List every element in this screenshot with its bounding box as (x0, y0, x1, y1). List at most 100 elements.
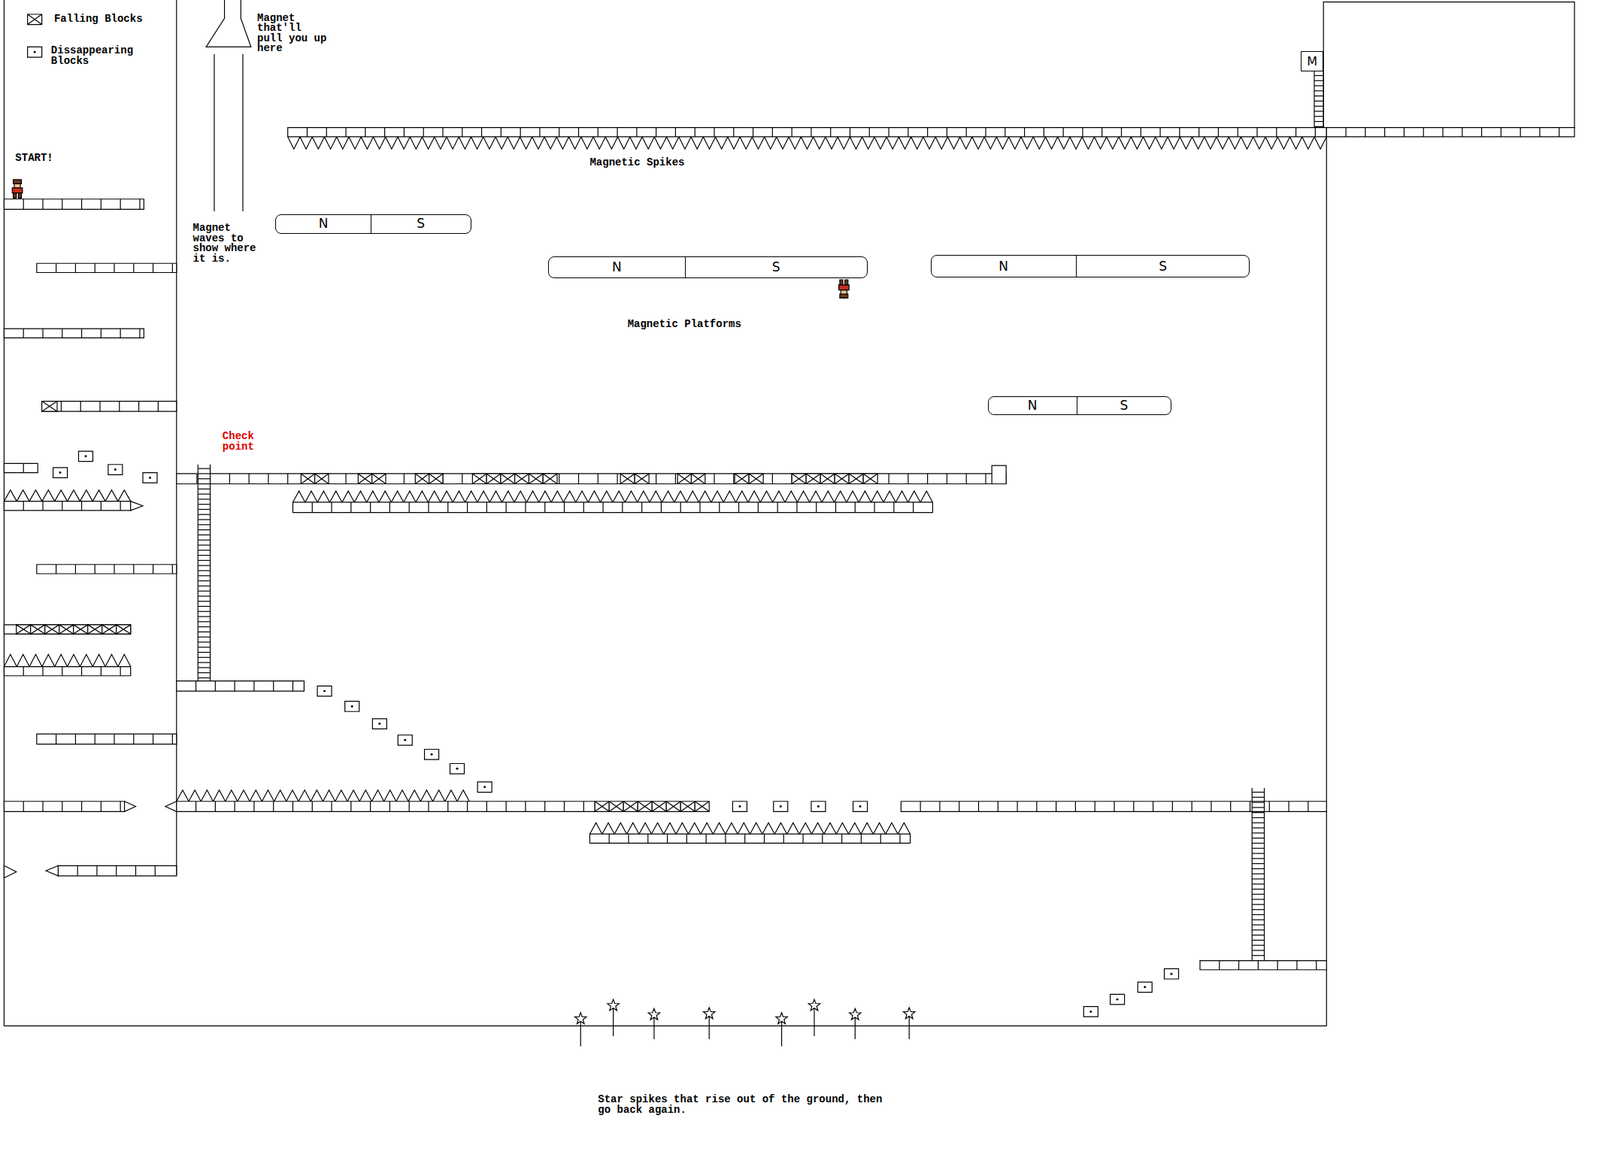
disappearing-block-dot (378, 722, 381, 725)
ladder-rung (1251, 949, 1264, 951)
falling-block-cross (30, 624, 46, 634)
falling-block-cross (59, 624, 74, 634)
falling-block-cross (594, 801, 610, 813)
block-platform (3, 666, 131, 676)
block-seam (1296, 960, 1297, 970)
block-seam (1558, 127, 1560, 137)
block-seam (481, 127, 482, 137)
block-seam (461, 127, 463, 137)
falling-block-cross (634, 473, 649, 485)
ladder-rung (1251, 893, 1264, 895)
block-seam (1218, 127, 1219, 137)
block-seam (978, 801, 979, 813)
falling-block-cross (45, 624, 60, 634)
falling-block-cross (542, 473, 558, 485)
magnet-symbol (206, 0, 252, 47)
star-spike-stem (781, 1021, 782, 1046)
block-seam (675, 127, 676, 137)
ladder-rung (197, 488, 210, 490)
ladder-rung (1251, 868, 1264, 870)
ladder-rung (197, 636, 210, 638)
block-seam (427, 801, 429, 813)
ladder-rung (197, 677, 210, 679)
ladder-rung (197, 518, 210, 520)
block-seam (23, 666, 25, 676)
block-seam (23, 199, 25, 210)
block-seam (647, 833, 649, 843)
falling-block (315, 473, 329, 485)
ladder-rung (197, 483, 210, 485)
ladder-rung (197, 472, 210, 474)
block-seam (854, 502, 856, 513)
pole-letter: S (772, 260, 781, 274)
block-seam (1520, 127, 1522, 137)
goal-room (1323, 2, 1575, 128)
block-seam (583, 801, 585, 813)
section-label: Magnetic Platforms (627, 319, 742, 331)
ladder-rung (1314, 100, 1324, 102)
falling-block-cross (834, 473, 849, 485)
ladder-rail (1313, 71, 1315, 128)
block-platform (57, 865, 176, 876)
ladder-rung (1251, 945, 1264, 946)
ladder-rung (1314, 75, 1324, 76)
sprite-hair (13, 179, 22, 184)
block-seam (152, 733, 154, 745)
spike-row (287, 136, 1328, 149)
sprite-hair (839, 293, 849, 298)
block-seam (118, 401, 120, 413)
falling-block-cross (515, 473, 530, 485)
ladder-rung (197, 662, 210, 664)
ladder-rung (1251, 822, 1264, 824)
falling-block-cross (748, 473, 764, 485)
sprite-leg (13, 193, 17, 199)
block-seam (927, 127, 928, 137)
disappearing-block (53, 467, 68, 479)
falling-block-cross (748, 473, 764, 485)
block-seam (23, 463, 25, 473)
block-platform (36, 733, 177, 745)
platform-pole: N (275, 215, 370, 234)
block-seam (120, 328, 122, 338)
player-sprite (839, 279, 850, 298)
block-seam (60, 401, 62, 413)
block-seam (636, 127, 637, 137)
block-seam (1287, 801, 1289, 813)
falling-block (542, 473, 558, 485)
falling-block (634, 473, 649, 485)
falling-block-cross (791, 473, 807, 485)
block-seam (100, 199, 102, 210)
falling-block (637, 801, 652, 813)
ladder-rung (1314, 84, 1324, 86)
block-seam (821, 833, 823, 843)
ladder-rung (1251, 914, 1264, 916)
falling-block (73, 624, 88, 634)
block-seam (100, 666, 102, 676)
magnet-note: Magnet waves to show where it is. (193, 223, 261, 264)
block-seam (409, 801, 410, 813)
block-seam (172, 564, 173, 574)
block-platform (176, 801, 595, 813)
block-seam (75, 564, 76, 574)
block-seam (1461, 127, 1463, 137)
block-seam (1277, 960, 1279, 970)
ladder-rung (1251, 796, 1264, 798)
sprite-leg (845, 279, 849, 285)
block-seam (506, 502, 507, 513)
magnetic-platform: NS (987, 396, 1172, 416)
block-seam (154, 865, 156, 876)
ladder-rung (197, 600, 210, 602)
disappearing-block-dot (1089, 1010, 1092, 1013)
block-seam (113, 733, 115, 745)
block-seam (135, 865, 137, 876)
block-seam (1101, 127, 1103, 137)
block-platform (3, 463, 38, 473)
block-seam (920, 801, 922, 813)
block-platform (36, 564, 177, 574)
falling-block (472, 473, 487, 485)
block-seam (384, 127, 385, 137)
block-seam (966, 127, 967, 137)
star-spike-stem (580, 1021, 582, 1046)
falling-block (116, 624, 131, 634)
falling-block (528, 473, 543, 485)
